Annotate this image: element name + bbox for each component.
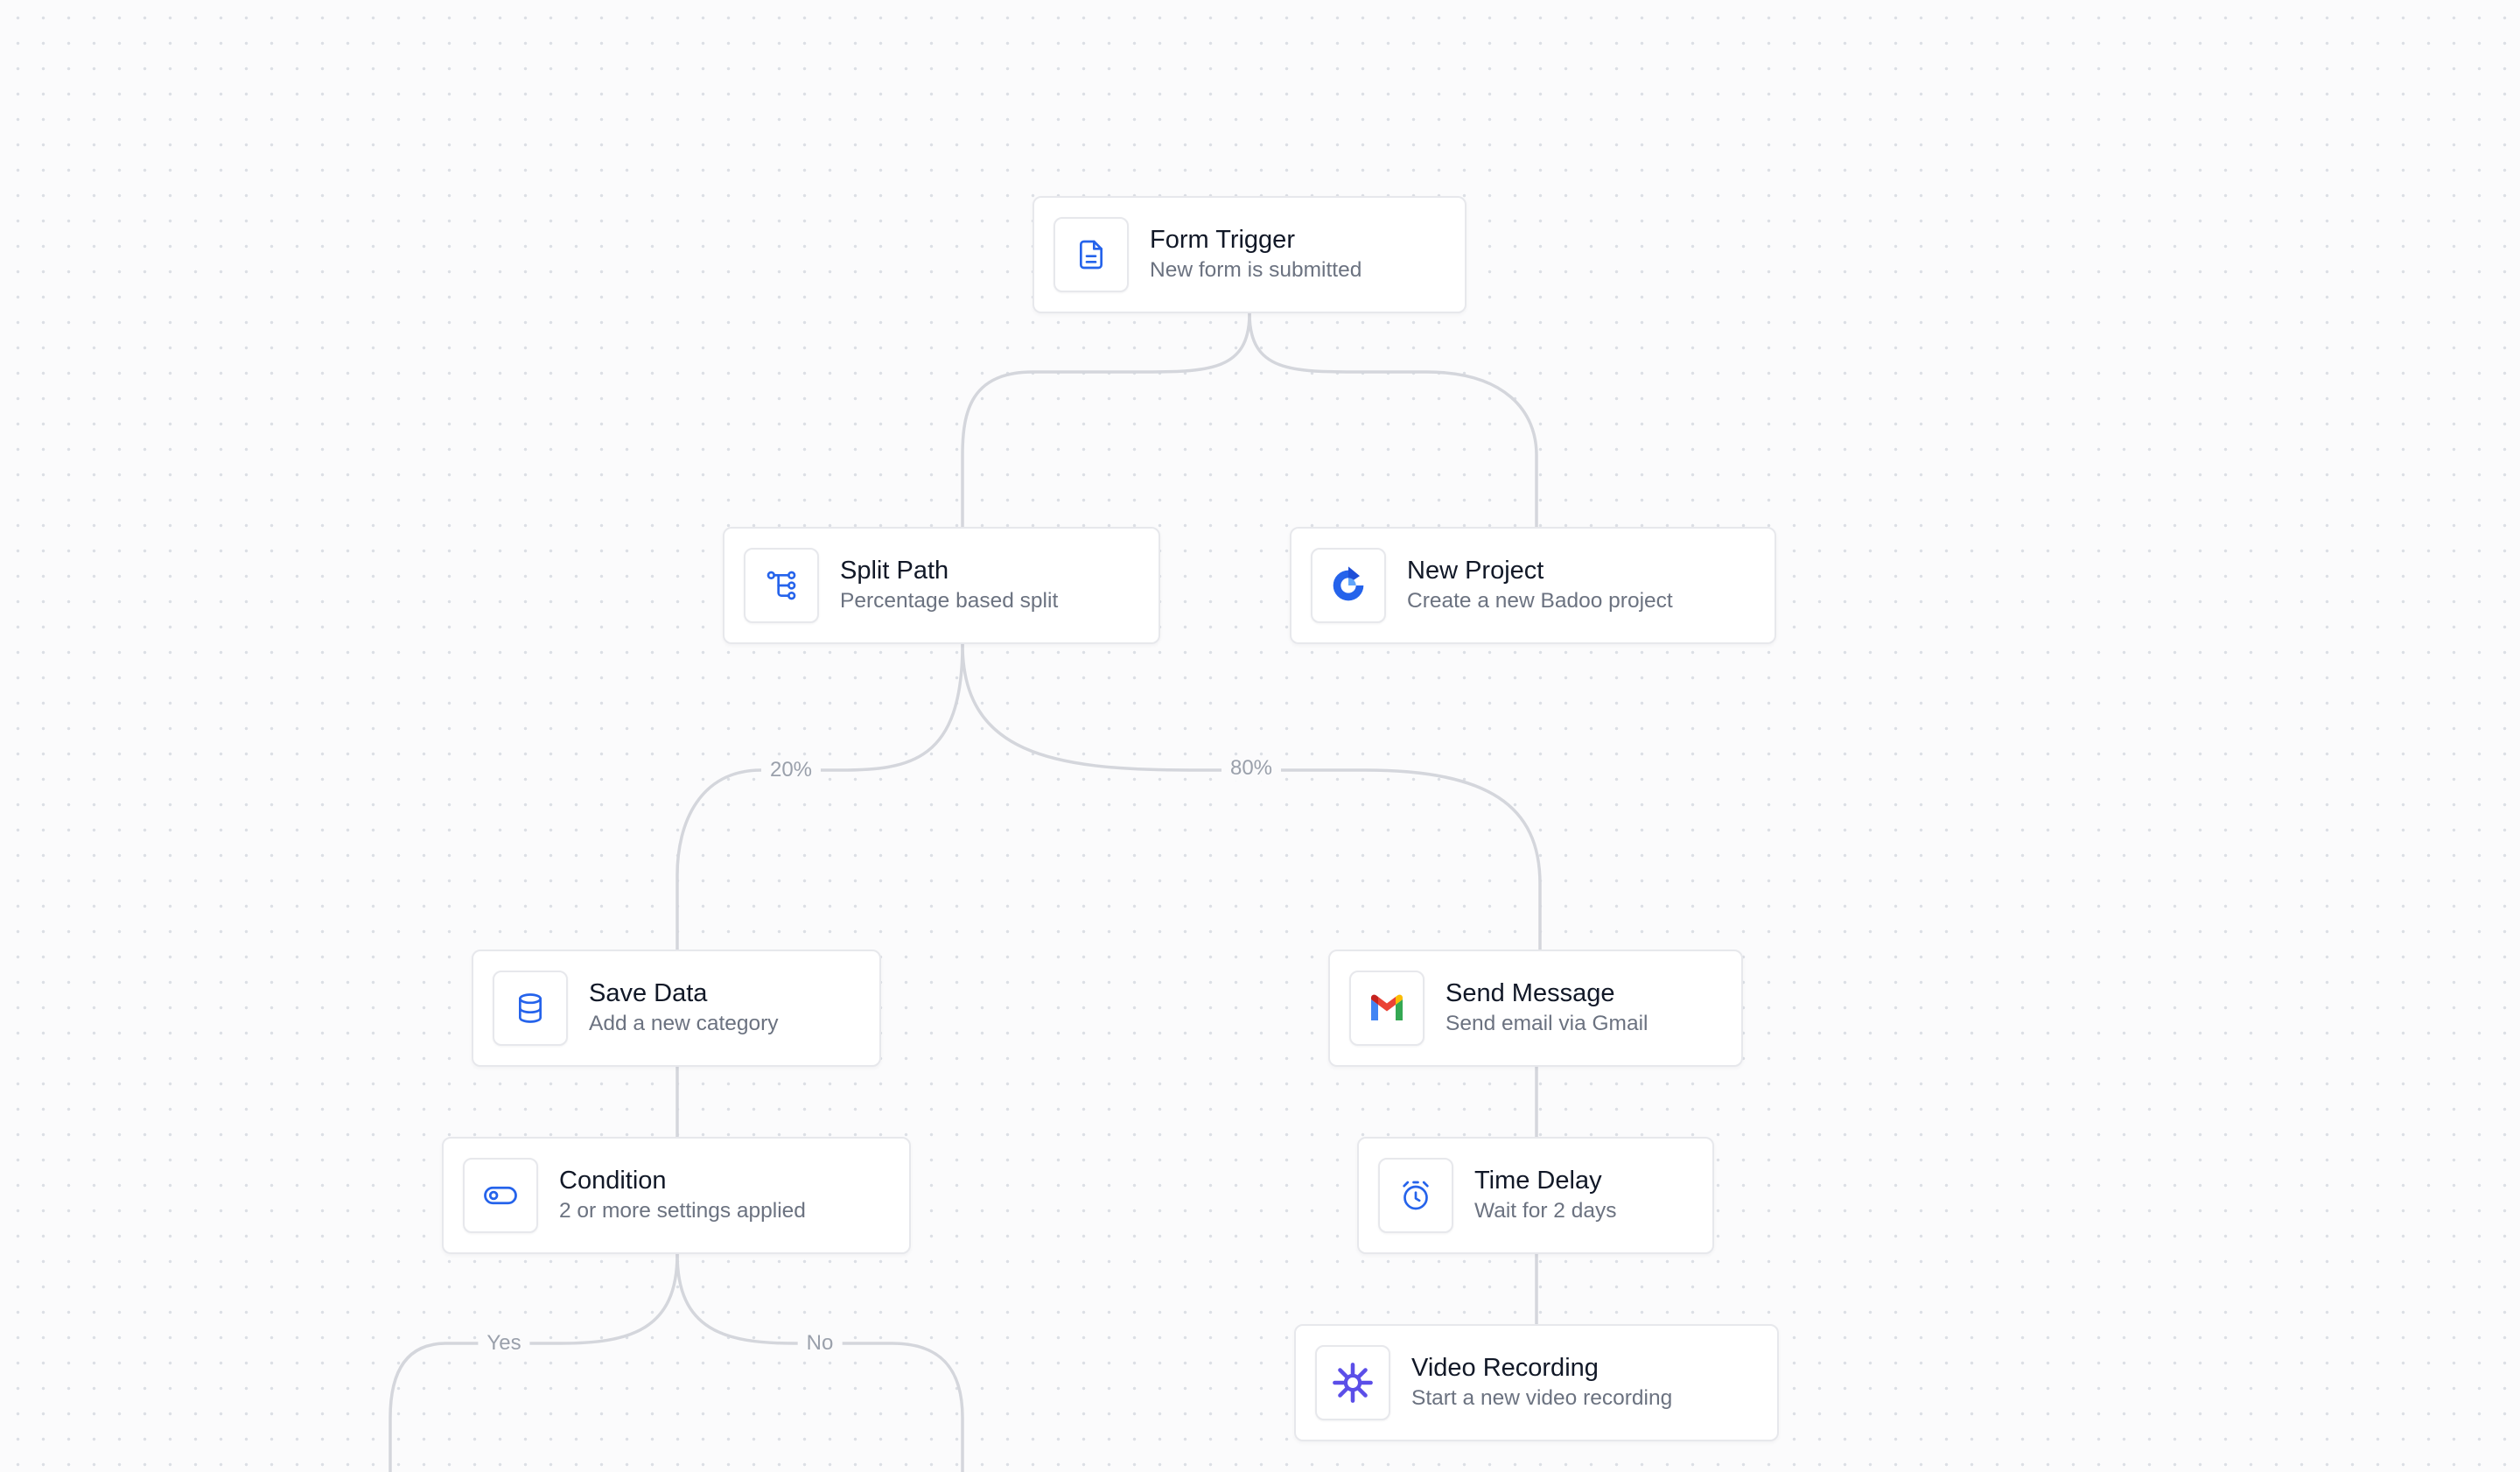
node-condition[interactable]: Condition 2 or more settings applied [442,1137,911,1254]
node-title: Split Path [840,557,949,585]
edge-form-trigger-new-project [1248,312,1538,528]
node-time-delay[interactable]: Time Delay Wait for 2 days [1357,1137,1714,1254]
edge-form-trigger-split-path [961,312,1251,528]
node-title: New Project [1407,557,1544,585]
node-subtitle: Send email via Gmail [1446,1012,1648,1035]
edge-split-path-send-message [961,643,1542,950]
toggle-icon [463,1158,538,1233]
database-icon [493,971,568,1046]
node-video-recording[interactable]: Video Recording Start a new video record… [1294,1324,1779,1441]
node-title: Condition [559,1167,667,1195]
edge-condition-no [676,1253,964,1472]
sparkle-icon [1315,1345,1390,1420]
node-new-project[interactable]: New Project Create a new Badoo project [1290,527,1776,644]
alarm-clock-icon [1378,1158,1453,1233]
node-save-data[interactable]: Save Data Add a new category [472,950,881,1067]
node-subtitle: Add a new category [589,1012,779,1035]
edge-label-no: No [797,1331,843,1356]
node-send-message[interactable]: Send Message Send email via Gmail [1328,950,1743,1067]
node-split-path[interactable]: Split Path Percentage based split [723,527,1160,644]
edge-label-80: 80% [1221,756,1282,781]
node-title: Form Trigger [1150,226,1295,254]
node-subtitle: 2 or more settings applied [559,1199,806,1223]
node-subtitle: Create a new Badoo project [1407,589,1673,613]
node-subtitle: Wait for 2 days [1474,1199,1617,1223]
edge-label-yes: Yes [478,1331,530,1356]
node-title: Video Recording [1411,1354,1599,1382]
gmail-icon [1349,971,1424,1046]
edge-split-path-save-data [676,643,964,950]
document-icon [1054,217,1129,292]
node-subtitle: Start a new video recording [1411,1386,1673,1410]
node-title: Time Delay [1474,1167,1602,1195]
split-icon [744,548,819,623]
project-refresh-icon [1311,548,1386,623]
node-form-trigger[interactable]: Form Trigger New form is submitted [1032,196,1466,313]
node-subtitle: Percentage based split [840,589,1059,613]
node-subtitle: New form is submitted [1150,258,1362,282]
edge-condition-yes [388,1253,679,1472]
edge-label-20: 20% [760,758,822,782]
node-title: Send Message [1446,979,1615,1007]
node-title: Save Data [589,979,708,1007]
